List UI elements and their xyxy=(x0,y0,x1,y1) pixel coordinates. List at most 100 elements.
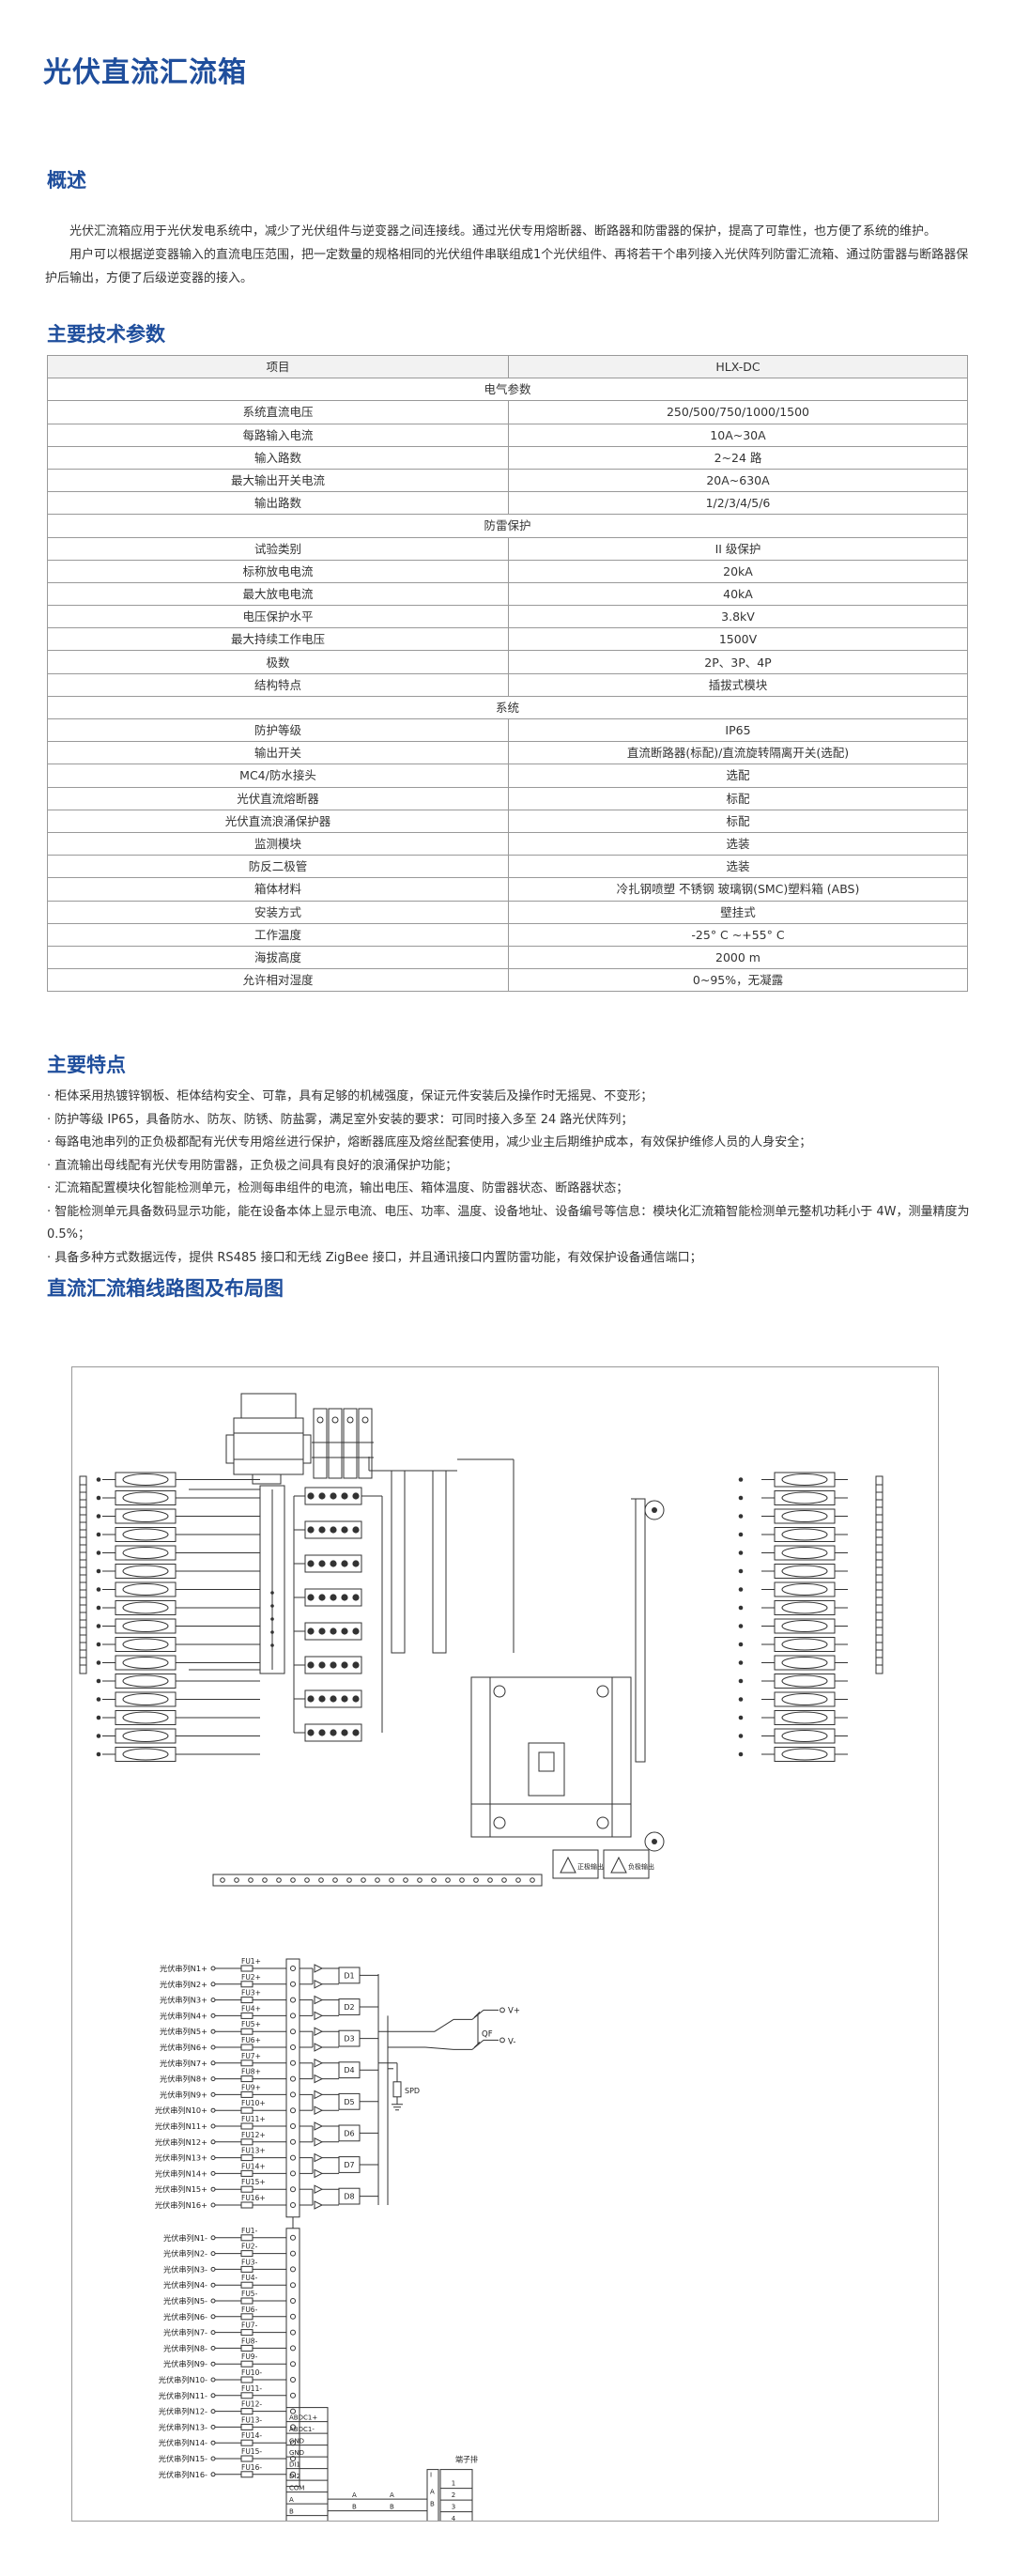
string-pos-label: 光伏串列N1+ xyxy=(160,1964,207,1973)
terminal-dot xyxy=(96,1678,101,1684)
string-terminal xyxy=(210,1998,216,2003)
diode-symbol xyxy=(314,1979,324,1989)
terminal-dot xyxy=(738,1532,744,1537)
string-pos-label: 光伏串列N6+ xyxy=(160,2043,207,2052)
spec-value: 0~95%，无凝露 xyxy=(508,968,968,993)
cable-trunk xyxy=(432,1470,447,1654)
spd-module xyxy=(343,1408,358,1479)
strip-hole xyxy=(403,1877,408,1883)
fuse-holder-right xyxy=(774,1674,836,1689)
strip-hole xyxy=(445,1877,451,1883)
fuse-symbol xyxy=(240,2201,254,2209)
spec-header-model: HLX-DC xyxy=(508,354,968,379)
terminal-dot xyxy=(738,1751,744,1757)
terminal-circle xyxy=(290,2186,296,2193)
string-terminal xyxy=(210,2456,216,2461)
terminal-dot xyxy=(96,1495,101,1501)
fuse-holder-left xyxy=(115,1655,177,1671)
feature-item: · 具备多种方式数据远传，提供 RS485 接口和无线 ZigBee 接口，并且… xyxy=(47,1250,702,1265)
fuse-holder-left xyxy=(115,1490,177,1505)
strip-hole xyxy=(473,1877,479,1883)
spec-row: 箱体材料冷扎钢喷塑 不锈钢 玻璃钢(SMC)塑料箱 (ABS) xyxy=(47,877,968,902)
terminal-circle xyxy=(290,2138,296,2145)
string-neg-label: 光伏串列N14- xyxy=(159,2438,207,2447)
fuse-body xyxy=(781,1565,828,1578)
fuse-symbol xyxy=(240,2028,254,2035)
feature-item: · 直流输出母线配有光伏专用防雷器，正负极之间具有良好的浪涌保护功能； xyxy=(47,1158,458,1173)
spec-item: 极数 xyxy=(47,650,509,674)
fuse-symbol xyxy=(240,2138,254,2146)
spec-row: 安装方式壁挂式 xyxy=(47,900,968,924)
fuse-holder-right xyxy=(774,1490,836,1505)
fuse-pos-label: FU13+ xyxy=(241,2147,266,2155)
fuse-symbol xyxy=(240,2329,254,2337)
diode-symbol xyxy=(314,2027,324,2037)
spec-section-row: 系统 xyxy=(47,695,968,720)
terminal-screw xyxy=(318,1627,326,1635)
spec-row: 工作温度-25° C ~+55° C xyxy=(47,922,968,947)
terminal-circle xyxy=(290,1997,296,2003)
terminal-screw xyxy=(341,1627,348,1635)
terminal-pin-label: A xyxy=(430,2489,435,2496)
string-neg-label: 光伏串列N16- xyxy=(159,2470,207,2479)
string-neg-label: 光伏串列N2- xyxy=(163,2249,207,2259)
terminal-screw xyxy=(318,1661,326,1669)
terminal-circle xyxy=(290,2345,296,2352)
strip-hole xyxy=(332,1877,338,1883)
string-terminal xyxy=(210,2091,216,2097)
fuse-body xyxy=(122,1510,169,1522)
breaker-screw xyxy=(493,1685,506,1698)
strip-hole xyxy=(318,1877,324,1883)
vplus-label: V+ xyxy=(508,2006,520,2015)
terminal-screw xyxy=(318,1594,326,1601)
feature-item: · 防护等级 IP65，具备防水、防灰、防锈、防盐雾，满足室外安装的要求：可同时… xyxy=(47,1112,634,1127)
terminal-circle xyxy=(290,2091,296,2098)
spec-row: 结构特点插拔式模块 xyxy=(47,672,968,697)
fuse-neg-label: FU5- xyxy=(241,2290,258,2298)
feature-item: · 智能检测单元具备数码显示功能，能在设备本体上显示电流、电压、功率、温度、设备… xyxy=(47,1204,970,1242)
string-pos-label: 光伏串列N16+ xyxy=(155,2200,207,2210)
fuse-neg-label: FU14- xyxy=(241,2431,262,2440)
terminal-dot xyxy=(738,1734,744,1738)
terminal-dot xyxy=(96,1477,101,1482)
warning-label-positive xyxy=(552,1849,599,1879)
terminal-screw xyxy=(330,1526,337,1534)
spec-value: 直流断路器(标配)/直流旋转隔离开关(选配) xyxy=(508,741,968,765)
fuse-symbol xyxy=(240,1981,254,1988)
terminal-circle xyxy=(290,2329,296,2336)
terminal-dot xyxy=(738,1605,744,1611)
fuse-holder-left xyxy=(115,1674,177,1689)
string-terminal xyxy=(210,2298,216,2304)
terminal-dot xyxy=(738,1587,744,1592)
spec-item: 每路输入电流 xyxy=(47,423,509,447)
terminal-circle xyxy=(290,2234,296,2241)
terminal-screw xyxy=(352,1729,360,1736)
cable-gland xyxy=(644,1500,665,1520)
spec-value: 选装 xyxy=(508,831,968,856)
fuse-body xyxy=(122,1547,169,1559)
terminal-circle xyxy=(290,2313,296,2320)
fuse-pos-label: FU8+ xyxy=(241,2068,261,2076)
spec-row: 光伏直流熔断器标配 xyxy=(47,786,968,810)
spec-item: 输出路数 xyxy=(47,491,509,516)
fuse-body xyxy=(122,1620,169,1632)
fuse-body xyxy=(781,1674,828,1688)
strip-hole xyxy=(361,1877,366,1883)
diode-label: D8 xyxy=(344,2193,354,2201)
terminal-dot xyxy=(96,1550,101,1555)
terminal-dot xyxy=(738,1495,744,1501)
terminal-screw xyxy=(318,1695,326,1703)
spec-item: 允许相对湿度 xyxy=(47,968,509,993)
fuse-symbol xyxy=(240,2075,254,2083)
vminus-label: V- xyxy=(508,2037,515,2046)
spec-value: 20A~630A xyxy=(508,468,968,493)
fuse-body xyxy=(781,1620,828,1632)
fuse-body xyxy=(781,1528,828,1541)
spec-value: 标配 xyxy=(508,786,968,810)
terminal-screw xyxy=(318,1492,326,1500)
